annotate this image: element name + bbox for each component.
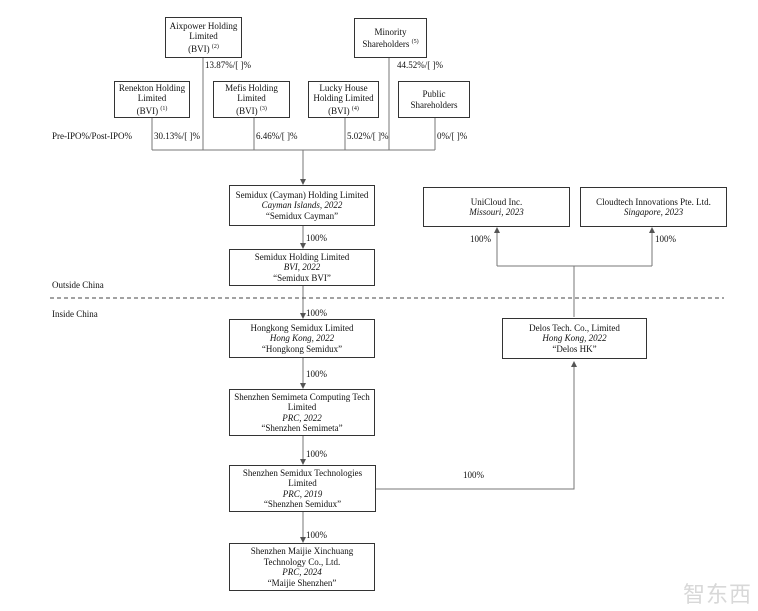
delos-unicloud-pct: 100% — [470, 234, 491, 244]
renekton-pct: 30.13%/[ ]% — [154, 131, 200, 141]
aixpower-box: Aixpower Holding Limited (BVI) (2) — [165, 17, 242, 58]
bvi-hk-pct: 100% — [306, 308, 327, 318]
delos-hk-box: Delos Tech. Co., Limited Hong Kong, 2022… — [502, 318, 647, 359]
lucky-pct: 5.02%/[ ]% — [347, 131, 389, 141]
mefis-box: Mefis Holding Limited (BVI) (3) — [213, 81, 290, 118]
delos-cloudtech-pct: 100% — [655, 234, 676, 244]
semidux-delos-pct: 100% — [463, 470, 484, 480]
public-pct: 0%/[ ]% — [437, 131, 468, 141]
cayman-bvi-pct: 100% — [306, 233, 327, 243]
semidux-maijie-pct: 100% — [306, 530, 327, 540]
public-shareholders-box: Public Shareholders — [398, 81, 470, 118]
cloudtech-box: Cloudtech Innovations Pte. Ltd. Singapor… — [580, 187, 727, 227]
minority-pct: 44.52%/[ ]% — [397, 60, 443, 70]
maijie-shenzhen-box: Shenzhen Maijie Xinchuang Technology Co.… — [229, 543, 375, 591]
semidux-cayman-box: Semidux (Cayman) Holding Limited Cayman … — [229, 185, 375, 226]
inside-china-label: Inside China — [52, 309, 98, 319]
aixpower-pct: 13.87%/[ ]% — [205, 60, 251, 70]
watermark: 智东西 — [682, 583, 752, 608]
hk-semimeta-pct: 100% — [306, 369, 327, 379]
shenzhen-semimeta-box: Shenzhen Semimeta Computing Tech Limited… — [229, 389, 375, 436]
shenzhen-semidux-box: Shenzhen Semidux Technologies Limited PR… — [229, 465, 376, 512]
semimeta-semidux-pct: 100% — [306, 449, 327, 459]
renekton-box: Renekton Holding Limited (BVI) (1) — [114, 81, 190, 118]
lucky-house-box: Lucky House Holding Limited (BVI) (4) — [308, 81, 379, 118]
minority-box: Minority Shareholders (5) — [354, 18, 427, 58]
semidux-bvi-box: Semidux Holding Limited BVI, 2022 “Semid… — [229, 249, 375, 286]
pre-ipo-label: Pre-IPO%/Post-IPO% — [52, 131, 132, 141]
mefis-pct: 6.46%/[ ]% — [256, 131, 298, 141]
outside-china-label: Outside China — [52, 280, 104, 290]
unicloud-box: UniCloud Inc. Missouri, 2023 — [423, 187, 570, 227]
hongkong-semidux-box: Hongkong Semidux Limited Hong Kong, 2022… — [229, 319, 375, 358]
